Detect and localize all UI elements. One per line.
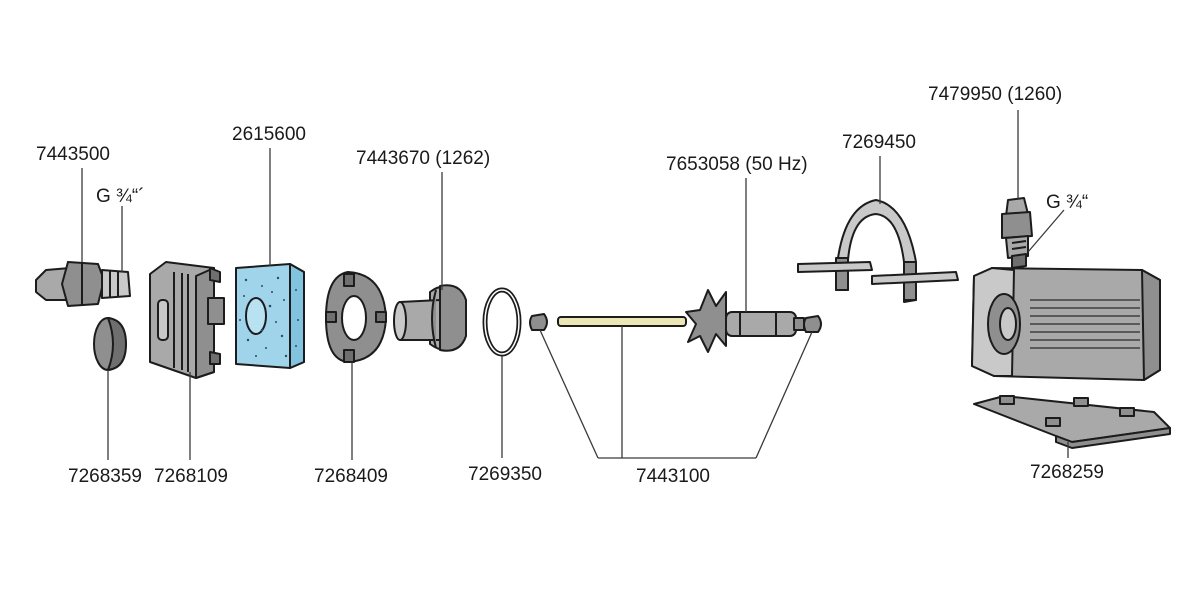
impeller-part: [685, 289, 805, 353]
label-7479950: 7479950 (1260): [928, 84, 1062, 105]
mounting-bracket-part: [797, 199, 959, 303]
label-7653058: 7653058 (50 Hz): [666, 154, 808, 175]
label-7443670: 7443670 (1262): [356, 148, 490, 169]
o-ring-part: [482, 287, 522, 357]
filter-sponge-part: [235, 263, 305, 369]
label-7268409: 7268409: [314, 466, 388, 487]
retaining-ring-part: [325, 271, 387, 363]
hose-nozzle-part: [1001, 197, 1033, 269]
label-7443500: 7443500: [36, 144, 110, 165]
label-7268359: 7268359: [68, 466, 142, 487]
filter-housing-part: [149, 261, 225, 379]
end-cap-part: [93, 317, 127, 371]
hose-connector-part: [35, 261, 131, 307]
motor-housing-part: [971, 267, 1161, 381]
shaft-set-part: [529, 313, 822, 333]
leader-lines: [81, 110, 1069, 460]
label-2615600: 2615600: [232, 124, 306, 145]
pump-cover-part: [393, 284, 467, 352]
label-thread-right: G ¾“: [1046, 192, 1088, 213]
label-7269450: 7269450: [842, 132, 916, 153]
label-thread-left: G ¾“´: [96, 186, 145, 207]
label-7268259: 7268259: [1030, 462, 1104, 483]
label-7269350: 7269350: [468, 464, 542, 485]
label-7268109: 7268109: [154, 466, 228, 487]
label-7443100: 7443100: [636, 466, 710, 487]
base-plate-part: [973, 395, 1171, 449]
